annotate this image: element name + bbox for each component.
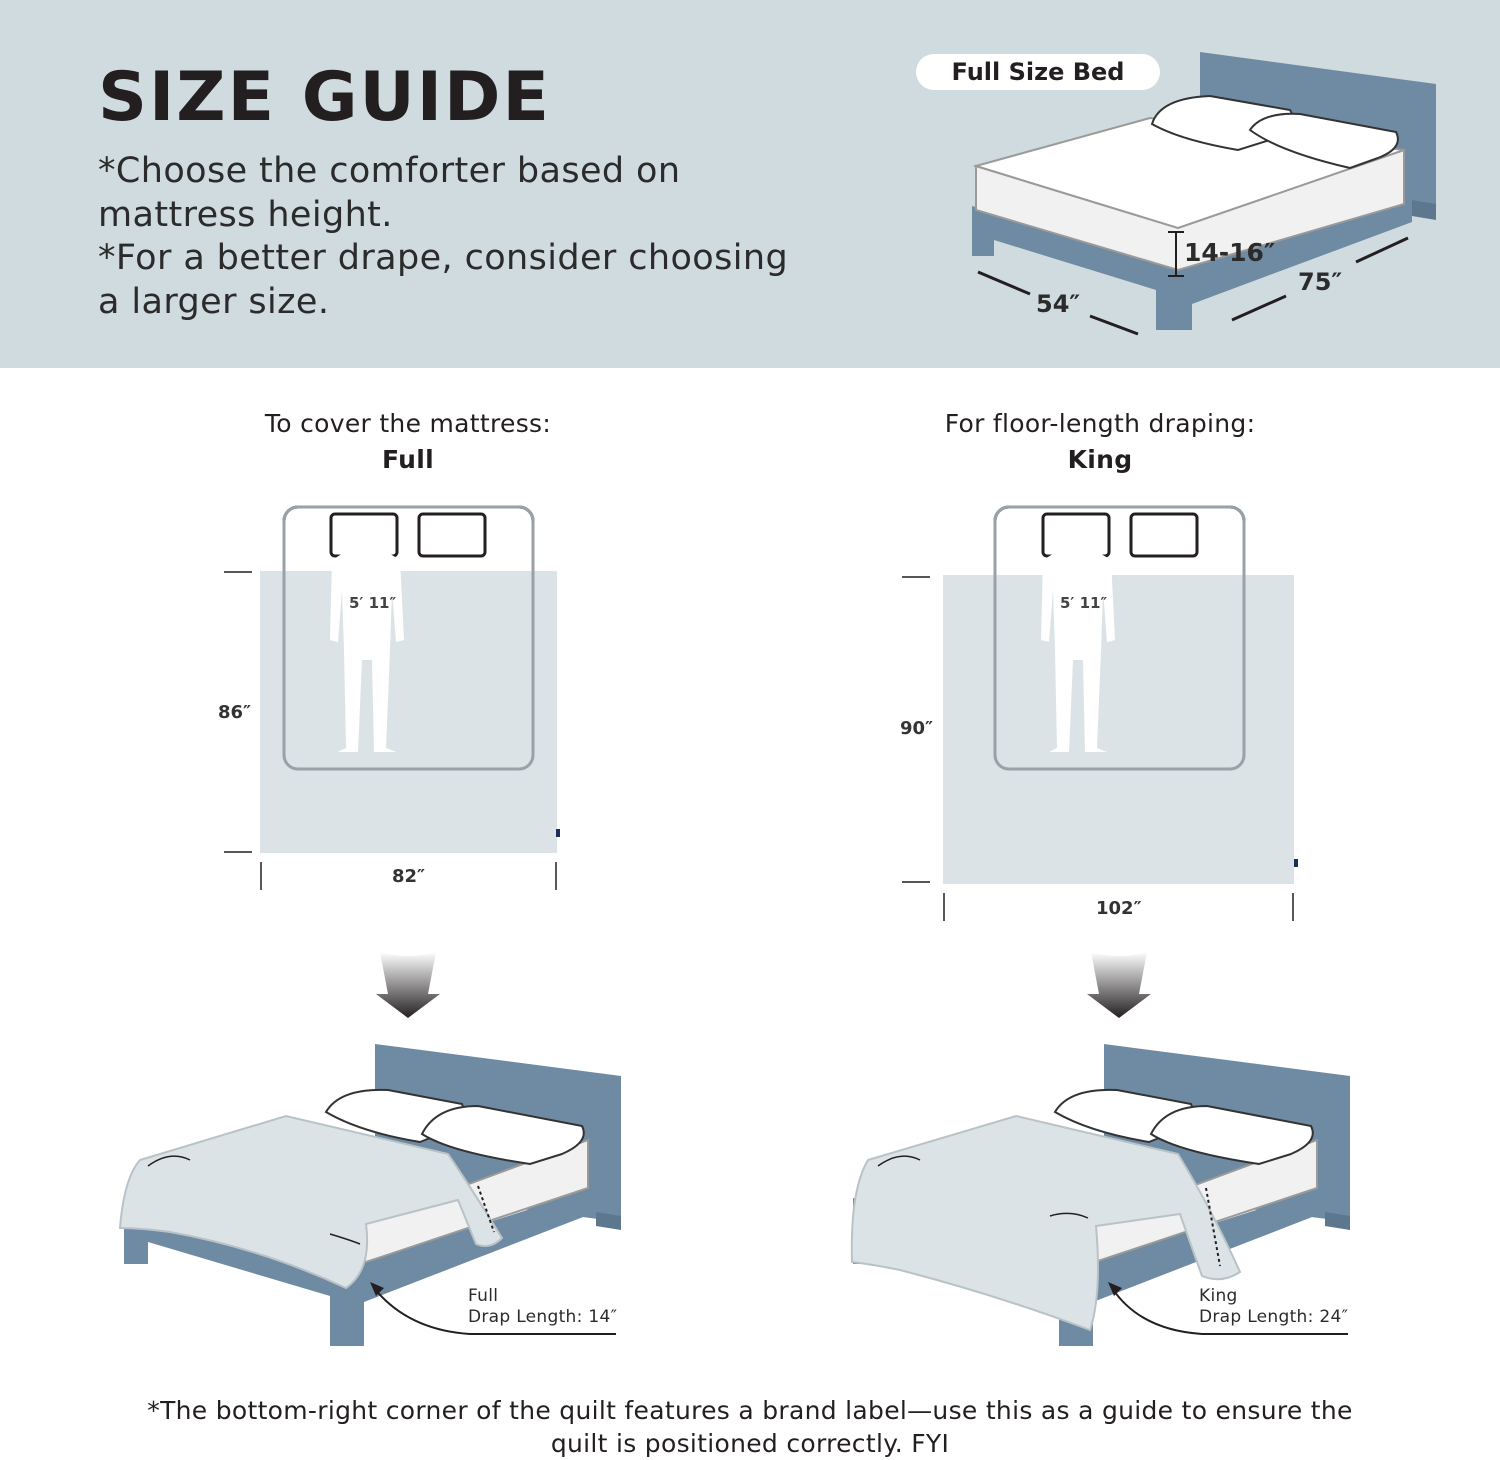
left-person-height: 5′ 11″: [349, 594, 397, 612]
left-length-label: 86″: [214, 702, 256, 723]
left-drap-size: Full: [468, 1286, 499, 1306]
right-drap-callout: King Drap Length: 24″: [1199, 1286, 1348, 1328]
king-bed-illustration: [850, 1044, 1350, 1346]
footer-line-1: *The bottom-right corner of the quilt fe…: [147, 1396, 1353, 1425]
header-bed-illustration: [972, 52, 1436, 336]
footer-note: *The bottom-right corner of the quilt fe…: [60, 1394, 1440, 1460]
footer-line-2: quilt is positioned correctly. FYI: [550, 1429, 950, 1458]
full-top-view: [224, 505, 560, 890]
bed-size-badge: Full Size Bed: [916, 54, 1160, 90]
right-person-height: 5′ 11″: [1060, 594, 1108, 612]
bed-length-label: 75″: [1298, 268, 1343, 296]
right-drap-length: Drap Length: 24″: [1199, 1307, 1349, 1327]
page-title: SIZE GUIDE: [98, 58, 551, 137]
note-line-3: *For a better drape, consider choosing: [98, 238, 789, 278]
size-notes: *Choose the comforter based on mattress …: [98, 150, 788, 324]
bed-width-label: 54″: [1036, 290, 1081, 318]
right-drap-size: King: [1199, 1286, 1238, 1306]
right-size-name: King: [1067, 445, 1133, 474]
right-width-label: 102″: [1092, 898, 1146, 919]
left-size-name: Full: [382, 445, 434, 474]
down-arrow-right: [1087, 952, 1151, 1018]
right-heading-text: For floor-length draping:: [944, 409, 1256, 438]
note-line-2: mattress height.: [98, 194, 393, 235]
left-heading-text: To cover the mattress:: [264, 409, 552, 438]
left-column-heading: To cover the mattress: Full: [158, 406, 658, 478]
right-column-heading: For floor-length draping: King: [850, 406, 1350, 478]
left-width-label: 82″: [388, 866, 430, 887]
note-line-4: a larger size.: [98, 281, 330, 322]
left-drap-length: Drap Length: 14″: [468, 1307, 618, 1327]
right-length-label: 90″: [896, 718, 938, 739]
full-bed-illustration: [118, 1044, 621, 1346]
note-line-1: *Choose the comforter based on: [98, 151, 681, 191]
mattress-height-label: 14-16″: [1184, 238, 1276, 267]
left-drap-callout: Full Drap Length: 14″: [468, 1286, 617, 1328]
down-arrow-left: [376, 952, 440, 1018]
king-top-view: [902, 505, 1298, 921]
